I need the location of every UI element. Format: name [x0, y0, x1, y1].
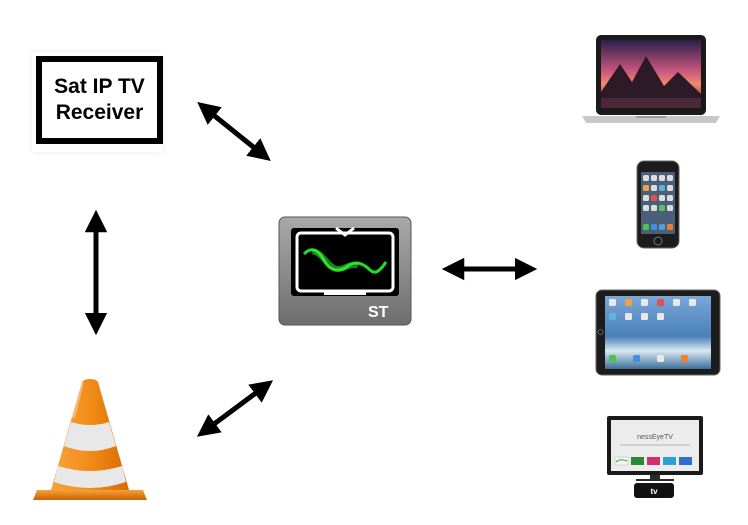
sat-ip-tv-receiver: Sat IP TV Receiver [32, 52, 163, 152]
phone-icon [636, 160, 680, 249]
apple-tv-brand: tv [650, 487, 658, 496]
receiver-label-frame: Sat IP TV Receiver [36, 56, 163, 144]
hub-badge: ST [368, 304, 389, 321]
arrow-vlc-hub [196, 380, 274, 437]
vlc-cone-icon [33, 379, 147, 500]
tablet-icon [595, 289, 721, 376]
tv-screen-title: nessEyeTV [637, 434, 673, 441]
receiver-label-line1: Sat IP TV [54, 75, 145, 98]
arrow-receiver-hub [197, 101, 271, 162]
laptop-icon [582, 35, 720, 123]
streaming-hub-icon: ST [278, 216, 412, 326]
apple-tv-icon: nessEyeTV tv [607, 416, 703, 498]
receiver-label-line2: Receiver [55, 101, 144, 124]
